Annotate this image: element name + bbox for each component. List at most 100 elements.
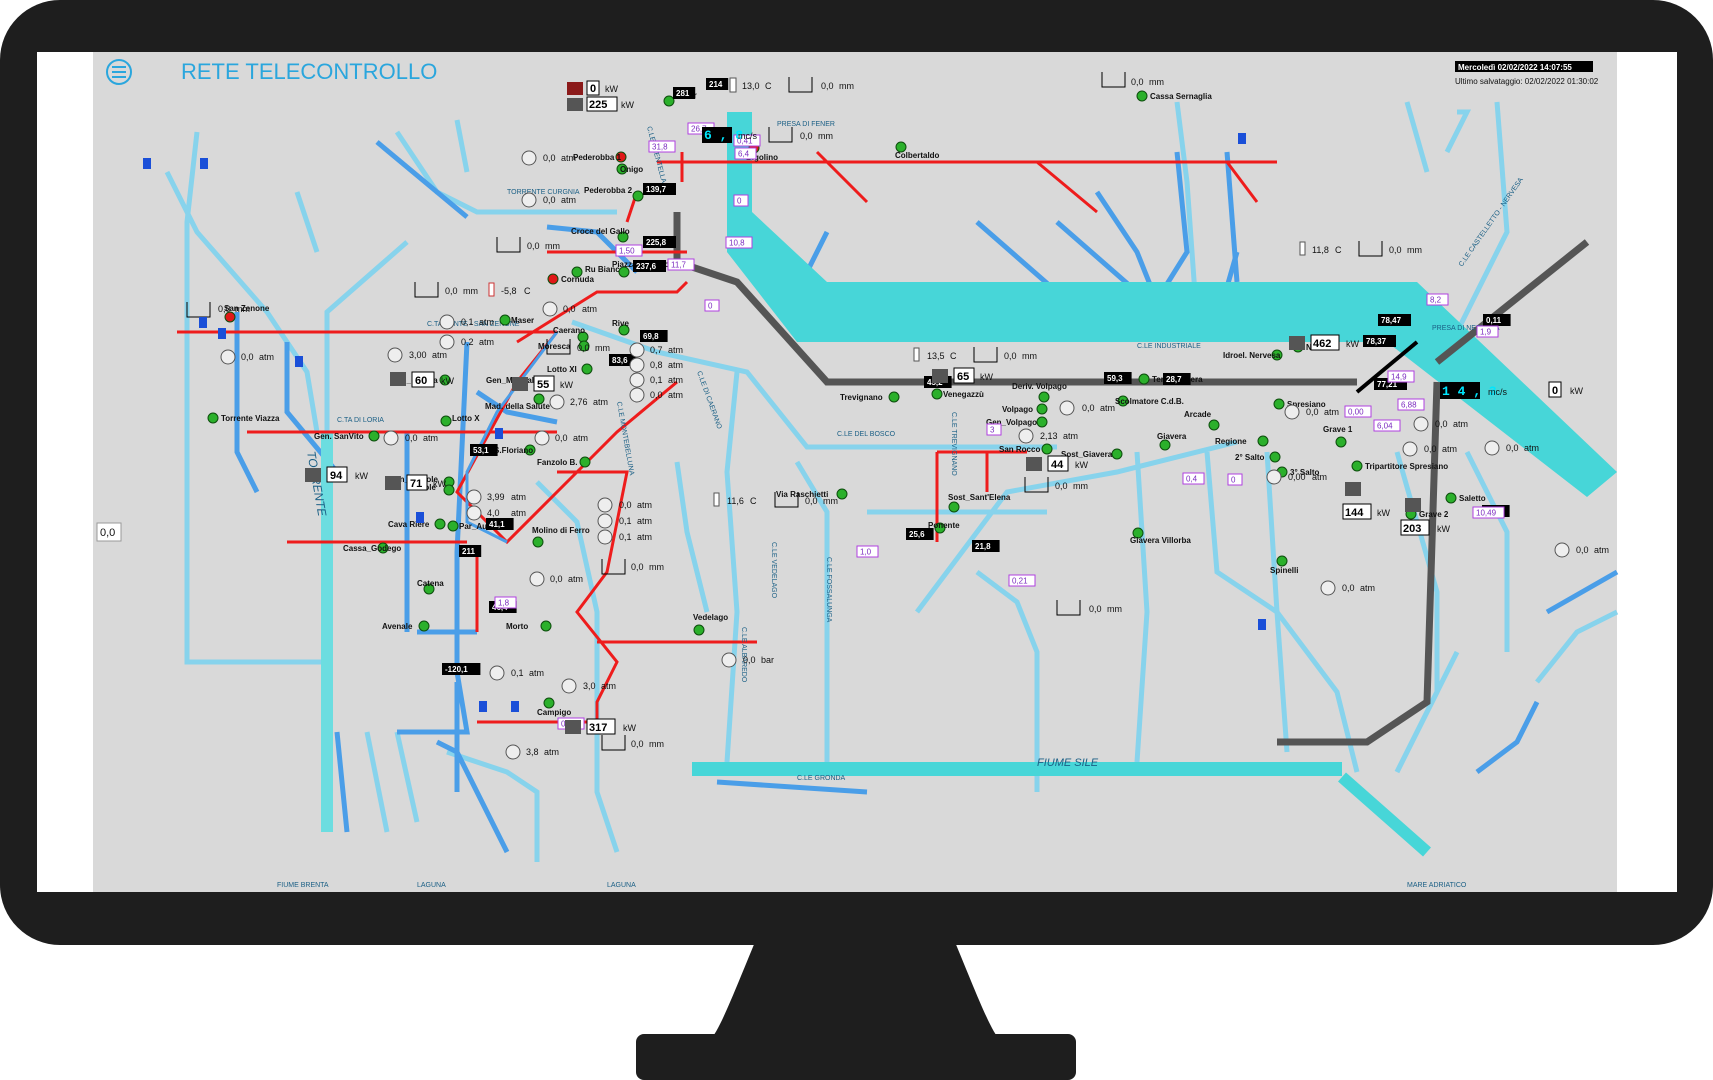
station[interactable]: Scolmatore C.d.B. — [1115, 395, 1184, 407]
setpoint-tag[interactable]: 0,4 — [1182, 472, 1205, 485]
station-marker[interactable] — [543, 697, 555, 709]
station[interactable]: Spinelli — [1270, 555, 1298, 575]
station-marker[interactable] — [888, 391, 900, 403]
station[interactable]: Lotto X — [440, 414, 480, 427]
station-marker[interactable] — [547, 273, 559, 285]
setpoint-tag[interactable]: 6,88 — [1397, 398, 1425, 411]
station-marker[interactable] — [1038, 391, 1050, 403]
setpoint-tag[interactable]: 0 — [1227, 473, 1243, 486]
station[interactable]: Idroel. Nervesa — [1223, 349, 1283, 361]
station-marker[interactable] — [1036, 416, 1048, 428]
station-marker[interactable] — [571, 266, 583, 278]
station-marker[interactable] — [693, 624, 705, 636]
station-marker[interactable] — [1335, 436, 1347, 448]
station[interactable]: Catena — [417, 579, 444, 595]
station-marker[interactable] — [615, 151, 627, 163]
station-marker[interactable] — [895, 141, 907, 153]
setpoint-tag[interactable]: 6,04 — [1373, 419, 1401, 432]
station-marker[interactable] — [423, 583, 435, 595]
station-marker[interactable] — [931, 388, 943, 400]
station-marker[interactable] — [1273, 398, 1285, 410]
station[interactable]: Sost_Sant'Elena — [948, 493, 1011, 513]
station-marker[interactable] — [447, 520, 459, 532]
station-marker[interactable] — [439, 374, 451, 386]
setpoint-tag[interactable]: 1,0 — [856, 545, 879, 558]
station-marker[interactable] — [1138, 373, 1150, 385]
station[interactable]: Pederobba 2 — [584, 186, 644, 202]
station[interactable]: Lotto XI — [547, 363, 593, 375]
station-marker[interactable] — [1271, 349, 1283, 361]
station[interactable]: Onigo — [616, 163, 643, 175]
station-marker[interactable] — [1276, 555, 1288, 567]
station-marker[interactable] — [1445, 492, 1457, 504]
station[interactable]: Morto — [506, 620, 552, 632]
setpoint-tag[interactable]: 1,50 — [615, 244, 643, 257]
station[interactable]: Gen_Volpago — [986, 416, 1048, 428]
station[interactable]: Trevignano — [840, 391, 900, 403]
station-marker[interactable] — [1351, 460, 1363, 472]
station-marker[interactable] — [1257, 435, 1269, 447]
station-marker[interactable] — [618, 266, 630, 278]
setpoint-tag[interactable]: 11,7 — [667, 258, 695, 271]
station[interactable]: Pederobba 1 — [573, 151, 627, 163]
station[interactable]: Moresca — [538, 340, 590, 352]
station[interactable]: Par_Aurelia — [447, 520, 504, 532]
station[interactable]: Sost_Giavera — [1061, 448, 1123, 460]
station[interactable]: Regione — [1215, 435, 1269, 447]
station-marker[interactable] — [532, 536, 544, 548]
station[interactable]: Molino di Ferro — [532, 526, 590, 548]
station-marker[interactable] — [440, 415, 452, 427]
station-marker[interactable] — [224, 311, 236, 323]
station-marker[interactable] — [434, 518, 446, 530]
station[interactable]: Croce del Gallo — [571, 227, 630, 243]
station-marker[interactable] — [581, 363, 593, 375]
station-marker[interactable] — [1041, 443, 1053, 455]
setpoint-tag[interactable]: 10,8 — [725, 236, 753, 249]
station[interactable]: Avenale — [382, 620, 430, 632]
setpoint-tag[interactable]: 8,2 — [1426, 293, 1449, 306]
station-marker[interactable] — [1117, 395, 1129, 407]
station[interactable]: Cava Riere — [388, 518, 446, 530]
station[interactable]: Mad. della Salute — [485, 393, 550, 411]
setpoint-tag[interactable]: 3 — [986, 423, 1002, 436]
station-marker[interactable] — [533, 393, 545, 405]
station-marker[interactable] — [948, 501, 960, 513]
station-marker[interactable] — [418, 620, 430, 632]
station[interactable]: Gen. SanVito — [314, 430, 380, 442]
station[interactable]: 2° Salto — [1235, 451, 1281, 463]
station-marker[interactable] — [836, 488, 848, 500]
station-marker[interactable] — [1111, 448, 1123, 460]
station[interactable]: Deriv. Volpago — [1012, 382, 1067, 403]
station-marker[interactable] — [934, 522, 946, 534]
station-marker[interactable] — [663, 95, 675, 107]
setpoint-tag[interactable]: 14,9 — [1387, 370, 1415, 383]
station[interactable]: Torrente Viazza — [207, 412, 280, 424]
station[interactable]: Volpago — [1002, 403, 1048, 415]
station-marker[interactable] — [1269, 451, 1281, 463]
station[interactable]: Saletto — [1445, 492, 1486, 504]
station-marker[interactable] — [1132, 527, 1144, 539]
station[interactable]: San Zenone — [224, 304, 270, 323]
station[interactable]: Fanzolo B. — [537, 456, 591, 468]
menu-icon[interactable] — [106, 59, 132, 85]
station[interactable]: Venegazzù — [931, 388, 984, 400]
setpoint-tag[interactable]: 1,9 — [1476, 325, 1499, 338]
station-marker[interactable] — [632, 190, 644, 202]
station-marker[interactable] — [540, 620, 552, 632]
setpoint-tag[interactable]: 0,41 — [733, 134, 761, 147]
station[interactable]: Cassa Sernaglia — [1136, 90, 1212, 102]
setpoint-tag[interactable]: 6,4 — [734, 147, 757, 160]
setpoint-tag[interactable]: 0 — [733, 194, 749, 207]
station[interactable]: Ponente — [928, 521, 960, 534]
station[interactable]: San Rocco — [999, 443, 1053, 455]
station-marker[interactable] — [618, 324, 630, 336]
station-marker[interactable] — [1136, 90, 1148, 102]
station[interactable]: Giavera Villorba — [1130, 527, 1191, 545]
station[interactable]: Tripartitore Spresiano — [1351, 460, 1448, 472]
station-marker[interactable] — [524, 444, 536, 456]
station[interactable]: Grave 1 — [1323, 425, 1353, 448]
setpoint-tag[interactable]: 0,21 — [1008, 574, 1036, 587]
station[interactable]: Ru Bianco — [571, 265, 625, 278]
setpoint-tag[interactable]: 31,8 — [648, 140, 676, 153]
station[interactable]: Cassa_Godego — [343, 542, 401, 554]
